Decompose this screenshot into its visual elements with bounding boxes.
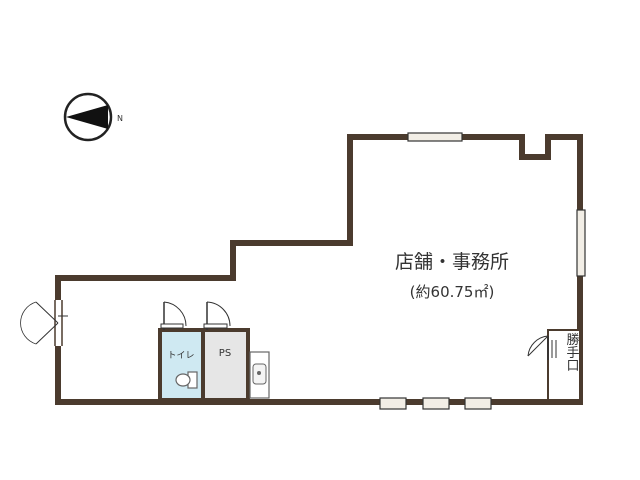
window-bottom-3 [464, 397, 492, 410]
back-door-icon [527, 335, 557, 360]
entrance-door-icon [20, 300, 68, 346]
ps-label: PS [219, 348, 231, 359]
compass-needle-icon [66, 105, 108, 129]
toilet-door-icon [160, 301, 187, 330]
toilet-room [158, 328, 205, 402]
back-door-label: 勝手口 [564, 333, 580, 372]
ps-door-icon [203, 301, 231, 330]
toilet-fixture-icon [175, 371, 198, 389]
main-room-name: 店舗・事務所 [395, 251, 509, 273]
window-right [576, 209, 586, 277]
compass-north-label: N [117, 114, 123, 123]
back-door-area [547, 329, 581, 401]
compass: N [63, 92, 123, 142]
main-room-area: (約60.75㎡) [410, 283, 495, 301]
toilet-label: トイレ [167, 351, 194, 361]
sink-icon [249, 351, 270, 399]
window-bottom-2 [422, 397, 450, 410]
window-top [407, 132, 463, 142]
window-bottom-1 [379, 397, 407, 410]
ps-room [201, 328, 250, 402]
